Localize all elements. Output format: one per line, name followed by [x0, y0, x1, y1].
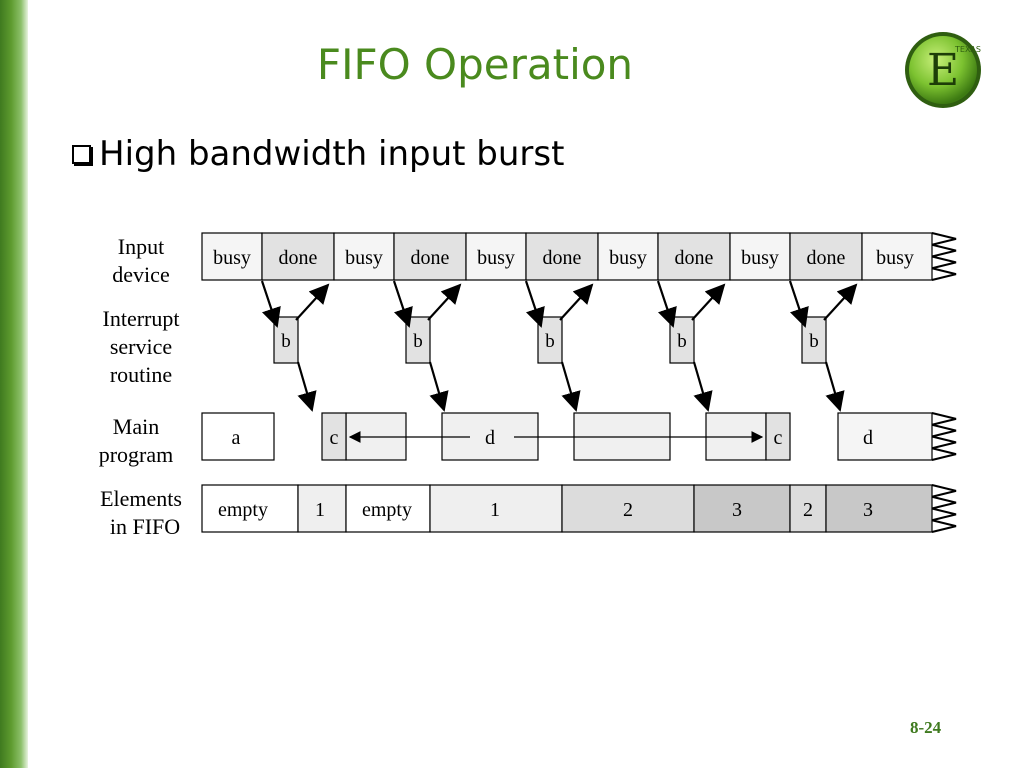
input-segment-label: busy	[345, 247, 383, 269]
fifo-segment	[693, 484, 791, 533]
input-segment-label: busy	[609, 247, 647, 269]
to-main-arrow	[560, 361, 581, 412]
slide-title: FIFO Operation	[316, 40, 634, 89]
input-segment-busy	[597, 232, 659, 281]
fifo-segment-label: 3	[863, 499, 873, 521]
input-segment-busy	[729, 232, 791, 281]
fifo-segment-label: empty	[362, 499, 412, 521]
fifo-segment	[297, 484, 347, 533]
return-arrow	[823, 283, 858, 321]
svg-text:TEXAS: TEXAS	[954, 45, 981, 54]
input-segment-busy	[333, 232, 395, 281]
svg-text:E: E	[927, 45, 959, 96]
to-main-arrow	[428, 361, 449, 412]
texas-e-logo: TEXAS E	[905, 32, 981, 108]
input-segment-label: done	[675, 247, 714, 269]
row-label-isr: Interrupt	[103, 306, 180, 331]
input-segment-busy	[861, 232, 933, 281]
fifo-segment-label: 2	[623, 499, 633, 521]
row-label-input: Input	[118, 234, 164, 259]
row-label-isr: routine	[110, 362, 172, 387]
fifo-segment-label: 3	[732, 499, 742, 521]
bullet-item: High bandwidth input burst	[72, 134, 564, 174]
input-segment-label: busy	[741, 247, 779, 269]
interrupt-arrow	[656, 280, 677, 328]
main-segment-label: a	[232, 427, 241, 449]
input-segment-label: done	[543, 247, 582, 269]
isr-label: b	[809, 331, 819, 352]
input-segment-done	[789, 232, 863, 281]
fifo-segment	[789, 484, 827, 533]
fifo-segment-label: empty	[218, 499, 268, 521]
row-label-main: Main	[113, 414, 159, 439]
input-segment-label: done	[411, 247, 450, 269]
input-segment-done	[657, 232, 731, 281]
bullet-text: High bandwidth input burst	[99, 134, 565, 174]
interrupt-arrow	[260, 280, 281, 328]
checkbox-bullet-icon	[72, 144, 91, 164]
isr-label: b	[545, 331, 555, 352]
interrupt-arrow	[788, 280, 809, 328]
return-arrow	[691, 283, 726, 321]
fifo-segment	[345, 484, 431, 533]
row-label-isr: service	[110, 334, 172, 359]
side-accent-bar	[0, 0, 28, 768]
main-segment-label: c	[330, 427, 339, 449]
return-arrow	[427, 283, 462, 321]
row-label-fifo: in FIFO	[110, 514, 180, 539]
fifo-segment	[825, 484, 933, 533]
isr-label: b	[677, 331, 687, 352]
fifo-segment-label: 1	[315, 499, 325, 521]
fifo-segment	[429, 484, 563, 533]
isr-label: b	[413, 331, 423, 352]
input-segment-label: done	[807, 247, 846, 269]
row-label-fifo: Elements	[100, 486, 182, 511]
return-arrow	[559, 283, 594, 321]
main-segment	[765, 412, 791, 461]
row-label-input: device	[112, 262, 169, 287]
main-segment-label: d	[863, 427, 873, 449]
page-number: 8-24	[910, 718, 942, 737]
input-segment-label: busy	[477, 247, 515, 269]
to-main-arrow	[296, 361, 317, 412]
break-zigzag	[931, 412, 957, 461]
main-segment-label: d	[485, 427, 495, 449]
input-device-row: busy done busy done busy done busy done busy done…	[201, 232, 957, 281]
break-zigzag	[931, 232, 957, 281]
input-segment-label: busy	[876, 247, 914, 269]
interrupt-arrows	[260, 280, 858, 412]
fifo-segment-label: 2	[803, 499, 813, 521]
isr-label: b	[281, 331, 291, 352]
to-main-arrow	[692, 361, 713, 412]
main-segment-label: c	[774, 427, 783, 449]
return-arrow	[295, 283, 330, 321]
to-main-arrow	[824, 361, 845, 412]
fifo-segment-label: 1	[490, 499, 500, 521]
fifo-elements-row: empty 1 empty 1 2 3 2 3	[201, 484, 957, 533]
input-segment-label: done	[279, 247, 318, 269]
main-segment	[201, 412, 275, 461]
interrupt-arrow	[392, 280, 413, 328]
input-segment-done	[525, 232, 599, 281]
main-segment	[837, 412, 933, 461]
input-segment-label: busy	[213, 247, 251, 269]
main-segment	[321, 412, 347, 461]
input-segment-busy	[201, 232, 263, 281]
break-zigzag	[931, 484, 957, 533]
row-label-main: program	[99, 442, 174, 467]
interrupt-arrow	[524, 280, 545, 328]
